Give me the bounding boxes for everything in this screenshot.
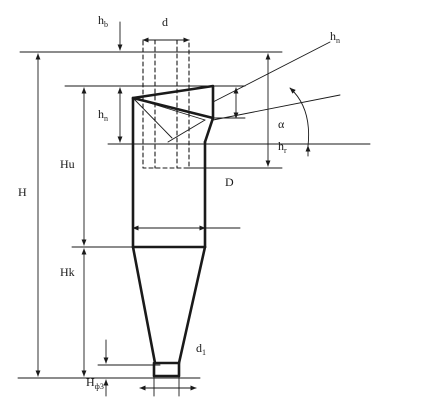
inlet-diagonal: [139, 99, 206, 121]
inlet-axis-line-2: [212, 94, 341, 121]
label-Hph: Hф3: [86, 375, 104, 391]
inlet-right-wall: [203, 116, 215, 144]
label-d: d: [162, 15, 168, 29]
inlet-diagonal-2: [167, 119, 206, 143]
label-H: H: [18, 185, 27, 199]
label-hn-mid: hn: [98, 107, 108, 123]
label-d1: d1: [196, 341, 206, 357]
inlet-axis-line: [212, 41, 331, 103]
exhaust-pipe-dashed: [142, 39, 190, 169]
label-hr: hr: [278, 139, 287, 155]
inlet-diagonal-3: [132, 97, 173, 139]
cone-left-wall: [131, 245, 157, 365]
alpha-arc: [289, 87, 310, 147]
label-D: D: [225, 175, 234, 189]
dust-outlet: [152, 361, 181, 378]
label-Hu: Hu: [60, 157, 75, 171]
label-hb: hb: [98, 13, 108, 29]
label-hn-top: hn: [330, 29, 340, 45]
label-alpha: α: [278, 117, 285, 131]
label-Hk: Hk: [60, 265, 75, 279]
cone-right-wall: [177, 245, 207, 365]
